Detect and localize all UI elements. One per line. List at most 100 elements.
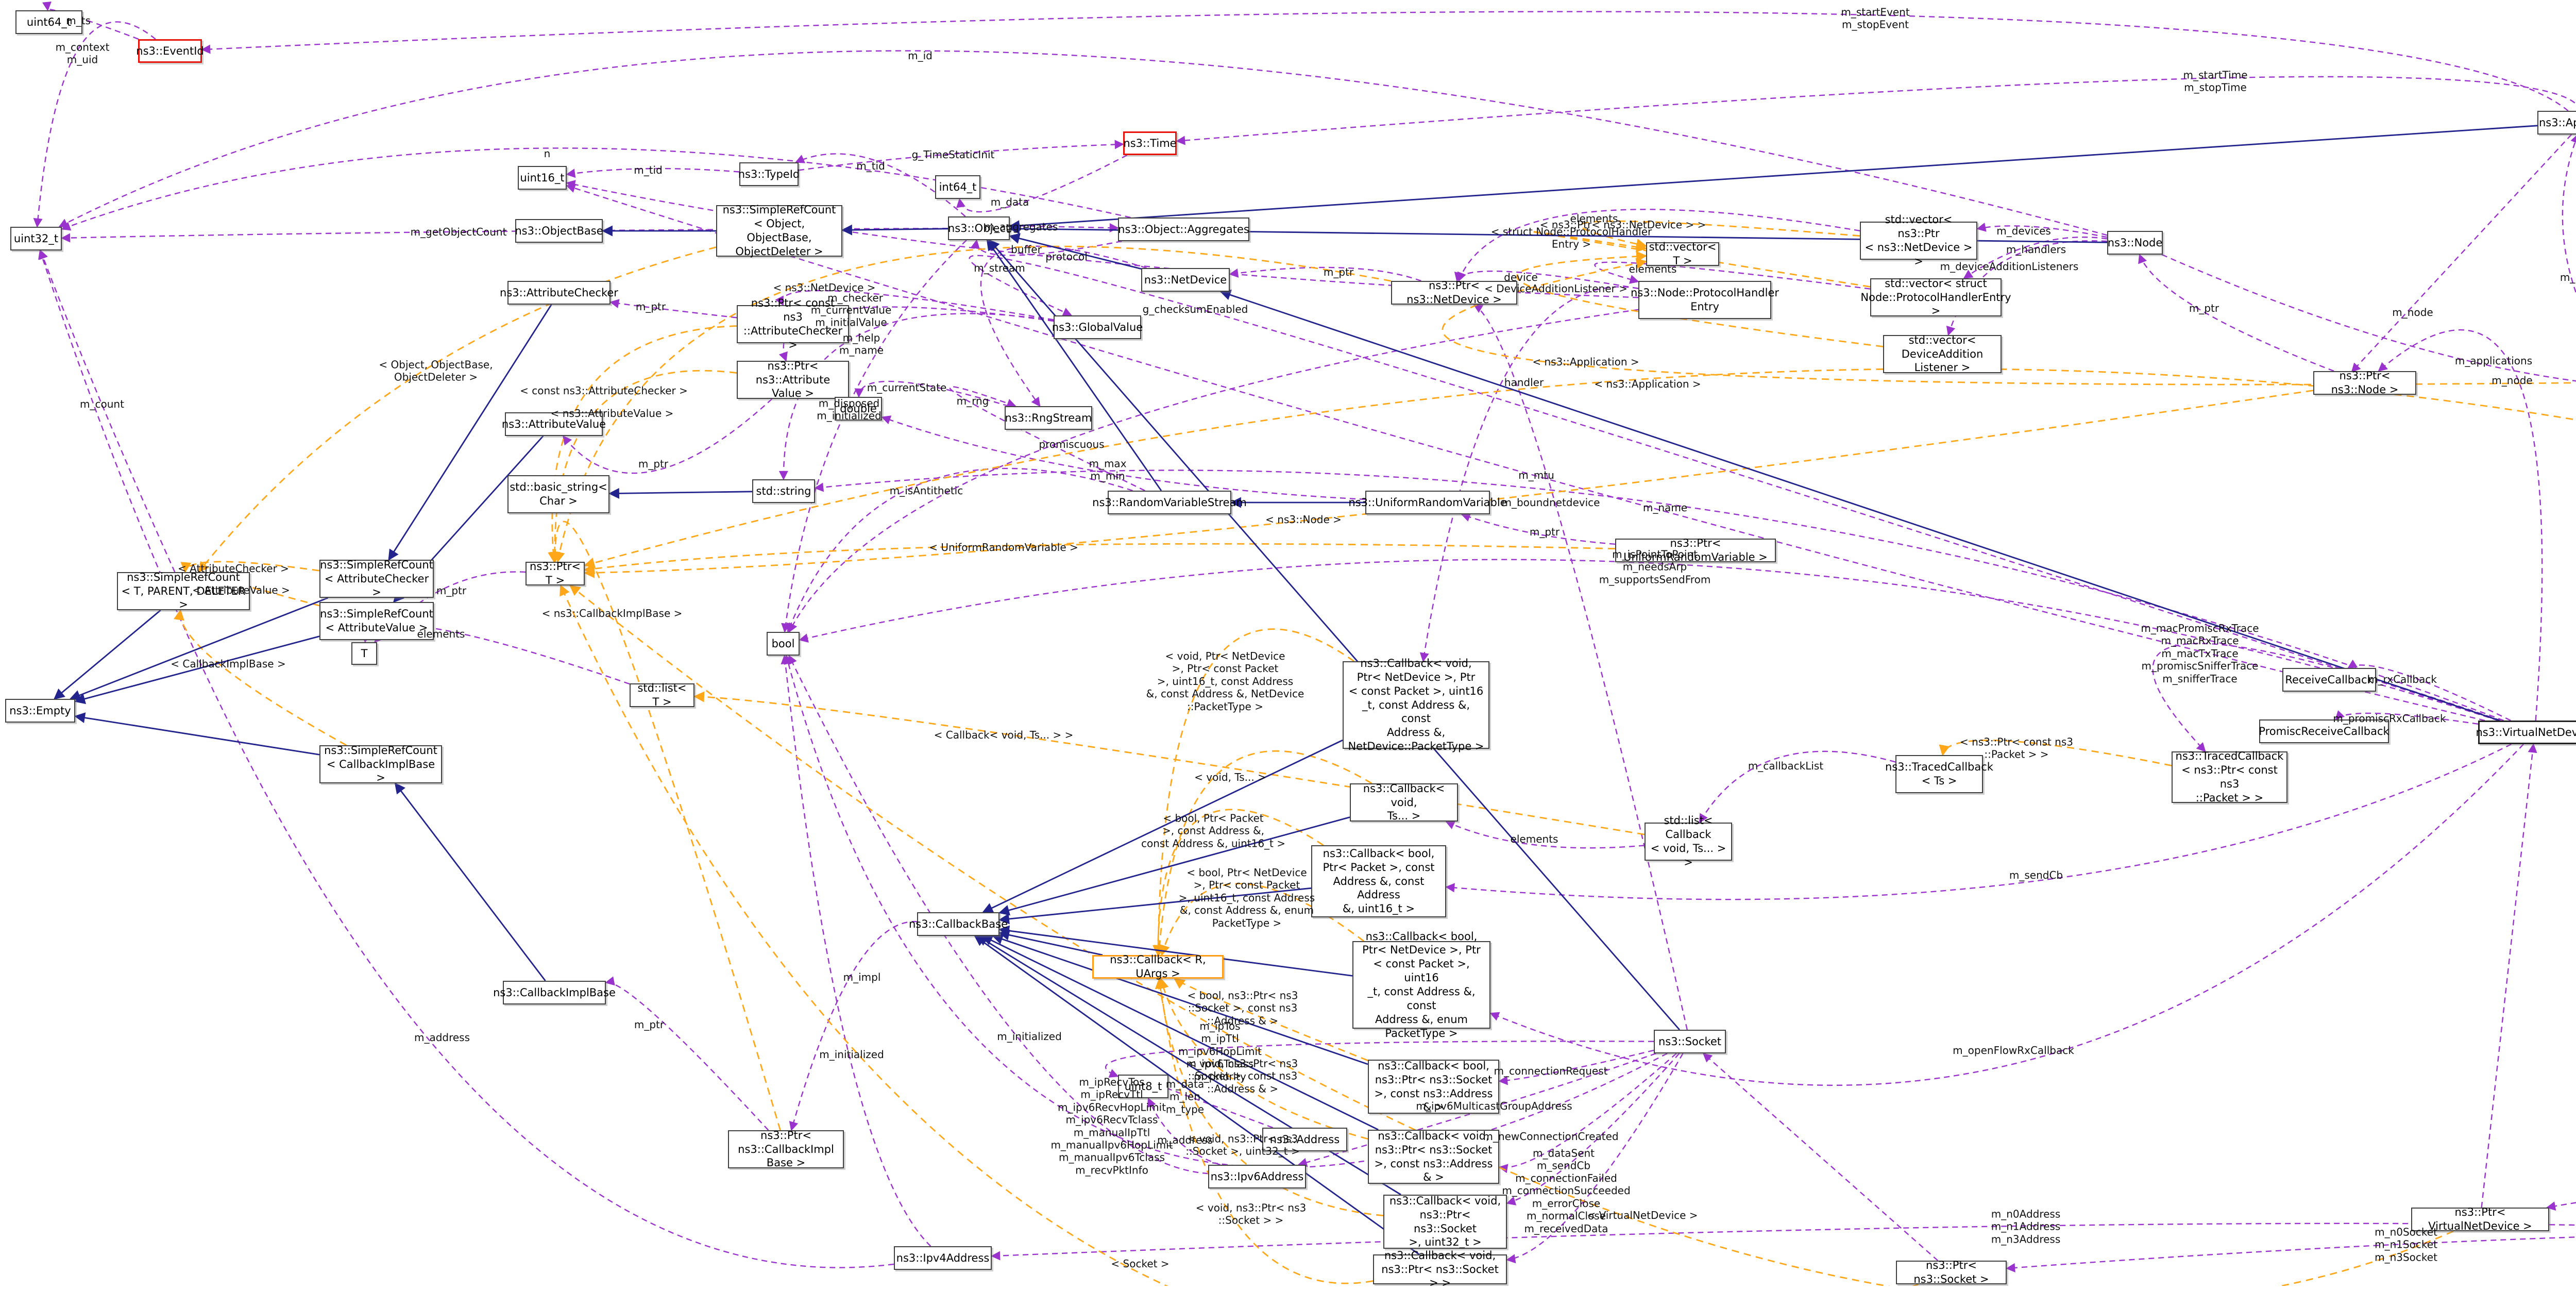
class-node-ns3-callback-void[interactable]: ns3::Callback< void, ns3::Ptr< ns3::Sock… (1368, 1130, 1499, 1184)
class-node-std-list-t[interactable]: std::list< T > (630, 682, 694, 708)
edge-inherit (69, 597, 329, 700)
class-node-ns3-simplerefcount[interactable]: ns3::SimpleRefCount < AttributeValue > (319, 602, 434, 640)
class-node-ns3-typeid[interactable]: ns3::TypeId (738, 162, 800, 186)
class-node-std-list-callback[interactable]: std::list< Callback < void, Ts... > > (1645, 814, 1732, 868)
class-node-ns3-callback-bool[interactable]: ns3::Callback< bool, ns3::Ptr< ns3::Sock… (1368, 1060, 1499, 1114)
class-node-ns3-attributevalue[interactable]: ns3::AttributeValue (502, 412, 606, 436)
edge-member-m_data (1145, 1079, 1274, 1129)
edge-member-m_connectionFailed (1506, 1053, 1684, 1264)
edge-member-m_id (58, 50, 2108, 236)
class-node-uint16-t[interactable]: uint16_t (518, 166, 567, 190)
class-node-ns3-simplerefcount[interactable]: ns3::SimpleRefCount < T, PARENT, DELETER… (117, 571, 250, 611)
class-node-ns3-ptr-const-ns3[interactable]: ns3::Ptr< const ns3 ::AttributeChecker > (737, 297, 849, 351)
class-node-ns3-ipv6address[interactable]: ns3::Ipv6Address (1208, 1165, 1306, 1188)
class-node-t[interactable]: T (351, 642, 377, 665)
edge-inherit (1219, 290, 2500, 722)
edge-inherit (608, 488, 753, 499)
class-node-ns3-callback-void[interactable]: ns3::Callback< void, Ts... > (1350, 782, 1458, 822)
class-node-bool[interactable]: bool (767, 632, 800, 656)
class-node-uint8-t[interactable]: uint8_t (1118, 1075, 1168, 1098)
class-node-ns3-callbackbase[interactable]: ns3::CallbackBase (909, 912, 1008, 936)
class-node-ns3-objectbase[interactable]: ns3::ObjectBase (515, 219, 603, 243)
edge-inherit (1008, 233, 1142, 270)
class-node-ns3-tracedcallback[interactable]: ns3::TracedCallback < Ts > (1885, 755, 1993, 793)
edge-inherit (992, 934, 1368, 1065)
edge-template-voidTs (1154, 750, 1372, 957)
class-node-std-vector-t[interactable]: std::vector< T > (1646, 241, 1719, 267)
class-node-ns3-callback-bool[interactable]: ns3::Callback< bool, Ptr< NetDevice >, P… (1352, 930, 1490, 1040)
edge-inherit (841, 224, 948, 236)
edge-template-Socket (560, 584, 1919, 1286)
class-node-ns3-netdevice[interactable]: ns3::NetDevice (1141, 268, 1230, 292)
edge-member-m_rng (949, 386, 1145, 492)
class-node-ns3-ipv4address[interactable]: ns3::Ipv4Address (894, 1246, 992, 1270)
class-node-ns3-ptr-ns3-attribute[interactable]: ns3::Ptr< ns3::Attribute Value > (737, 360, 849, 399)
edge-member-buffer (971, 239, 1122, 256)
class-node-ns3-object[interactable]: ns3::Object (948, 216, 1010, 240)
class-node-ns3-simplerefcount[interactable]: ns3::SimpleRefCount < CallbackImplBase > (319, 744, 442, 784)
edge-inherit (74, 712, 320, 756)
class-node-ns3-eventid[interactable]: ns3::EventId (136, 39, 204, 63)
class-node-int64-t[interactable]: int64_t (935, 175, 980, 199)
edge-member-m_macPromiscRxTrace (2152, 643, 2501, 752)
class-node-std-vector-ns3-ptr[interactable]: std::vector< ns3::Ptr < ns3::NetDevice >… (1860, 213, 1977, 267)
class-node-ns3-attributechecker[interactable]: ns3::AttributeChecker (500, 281, 618, 305)
edge-inherit (74, 635, 320, 705)
edge-member-m_boundnetdevice (1473, 304, 1688, 1030)
class-node-ns3-application[interactable]: ns3::Application (2537, 111, 2576, 135)
class-node-ns3-globalvalue[interactable]: ns3::GlobalValue (1052, 315, 1143, 339)
class-node-ns3-object-aggregates[interactable]: ns3::Object::Aggregates (1118, 217, 1249, 241)
class-node-ns3-randomvariablestream[interactable]: ns3::RandomVariableStream (1092, 491, 1247, 514)
edge-member-m_rxCallback (2347, 659, 2511, 722)
class-node-ns3-callback-void[interactable]: ns3::Callback< void, Ptr< NetDevice >, P… (1343, 657, 1489, 752)
edge-inherit (998, 929, 1103, 956)
class-node-ns3-node[interactable]: ns3::Node (2107, 231, 2163, 255)
class-node-receivecallback[interactable]: ReceiveCallback (2282, 668, 2376, 692)
class-node-ns3-ptr-ns3-socket[interactable]: ns3::Ptr< ns3::Socket > (1896, 1259, 2007, 1285)
class-node-ns3-ptr-ns3-netdevice[interactable]: ns3::Ptr< ns3::NetDevice > (1391, 279, 1517, 306)
edge-inherit (998, 925, 1353, 977)
class-node-ns3-callback-r-uargs[interactable]: ns3::Callback< R, UArgs > (1092, 953, 1224, 980)
edge-inherit (988, 239, 1680, 1030)
class-node-ns3-time[interactable]: ns3::Time (1123, 131, 1177, 155)
class-node-ns3-ptr-t[interactable]: ns3::Ptr< T > (526, 560, 585, 587)
edge-member-m_node (2351, 134, 2572, 373)
class-node-ns3-rngstream[interactable]: ns3::RngStream (1005, 406, 1092, 430)
class-node-ns3-ptr-ns3-callbackimpl[interactable]: ns3::Ptr< ns3::CallbackImpl Base > (728, 1129, 844, 1169)
class-node-ns3-address[interactable]: ns3::Address (1262, 1128, 1347, 1151)
class-node-ns3-tracedcallback[interactable]: ns3::TracedCallback < ns3::Ptr< const ns… (2172, 750, 2287, 804)
class-node-ns3-ptr-ns3-node[interactable]: ns3::Ptr< ns3::Node > (2313, 370, 2416, 396)
class-node-uint32-t[interactable]: uint32_t (10, 227, 62, 250)
class-node-std-string[interactable]: std::string (752, 479, 815, 503)
class-node-std-vector-deviceaddition[interactable]: std::vector< DeviceAddition Listener > (1883, 334, 2002, 374)
class-node-ns3-callback-bool[interactable]: ns3::Callback< bool, Ptr< Packet >, cons… (1311, 845, 1446, 917)
class-node-ns3-empty[interactable]: ns3::Empty (5, 699, 75, 723)
class-node-double[interactable]: double (835, 397, 882, 421)
class-node-promiscreceivecallback[interactable]: PromiscReceiveCallback (2259, 719, 2389, 743)
edge-template-constns3AttributeChecker (548, 325, 737, 563)
edge-inherit (1008, 125, 2538, 231)
edge-member-elements (1445, 820, 1645, 849)
edge-template-ns3NetDevice (554, 245, 1392, 563)
edge-member-device (1454, 271, 1639, 289)
class-node-ns3-callbackimplbase[interactable]: ns3::CallbackImplBase (493, 981, 616, 1004)
class-node-ns3-ptr-virtualnetdevice[interactable]: ns3::Ptr< VirtualNetDevice > (2411, 1206, 2549, 1232)
class-node-ns3-callback-void[interactable]: ns3::Callback< void, ns3::Ptr< ns3::Sock… (1383, 1195, 1507, 1249)
class-node-ns3-socket[interactable]: ns3::Socket (1654, 1030, 1726, 1053)
edge-member-m_mtu (566, 183, 2485, 722)
class-node-ns3-callback-void[interactable]: ns3::Callback< void, ns3::Ptr< ns3::Sock… (1373, 1249, 1507, 1289)
edge-inherit (974, 935, 1420, 1255)
class-node-ns3-uniformrandomvariable[interactable]: ns3::UniformRandomVariable (1348, 491, 1507, 514)
class-node-std-vector-struct[interactable]: std::vector< struct Node::ProtocolHandle… (1860, 277, 2011, 317)
edge-member-elements (1594, 261, 1871, 290)
edge-template-voidns3Ptrns3 (1155, 977, 1374, 1284)
class-node-ns3-simplerefcount[interactable]: ns3::SimpleRefCount < Object, ObjectBase… (716, 204, 842, 258)
class-node-ns3-node-protocolhandler[interactable]: ns3::Node::ProtocolHandler Entry (1631, 281, 1779, 319)
class-node-ns3-ptr-uniformrandomvariable[interactable]: ns3::Ptr< UniformRandomVariable > (1615, 537, 1776, 563)
edge-inherit (998, 887, 1312, 925)
class-node-std-basic-string[interactable]: std::basic_string< Char > (507, 475, 609, 513)
class-node-uint64-t[interactable]: uint64_t (15, 10, 82, 34)
class-node-ns3-virtualnetdevice[interactable]: ns3::VirtualNetDevice (2476, 721, 2576, 744)
edge-member-m_n0Tap (2546, 1201, 2576, 1211)
class-node-ns3-simplerefcount[interactable]: ns3::SimpleRefCount < AttributeChecker > (319, 558, 434, 599)
